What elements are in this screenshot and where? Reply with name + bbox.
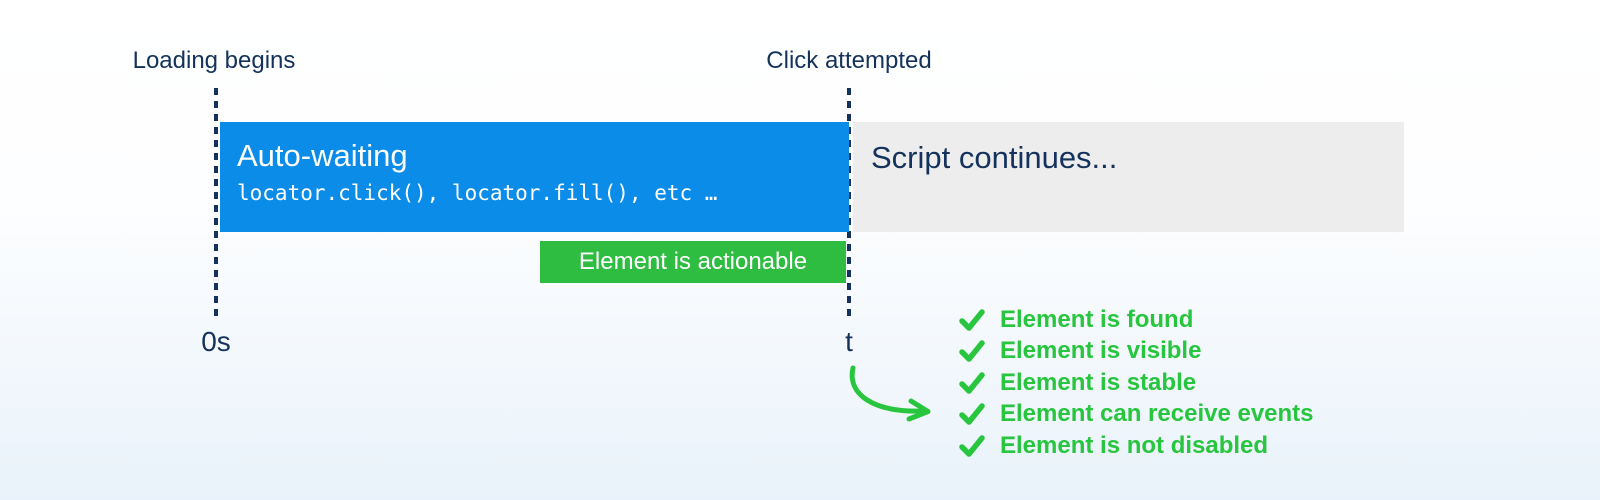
checklist-item-label: Element is visible [1000, 337, 1202, 365]
checklist-item-label: Element is found [1000, 305, 1194, 333]
checklist-item-label: Element is stable [1000, 368, 1197, 396]
time-zero-label: 0s [201, 326, 231, 357]
checklist-item-label: Element is not disabled [1000, 431, 1269, 459]
timeline-start-dotted-line [214, 88, 218, 320]
actionability-checklist: Element is found Element is visible Elem… [958, 304, 1314, 462]
auto-waiting-code: locator.click(), locator.fill(), etc … [237, 181, 718, 205]
script-continues-bar: Script continues... [853, 122, 1404, 232]
check-icon [958, 370, 990, 396]
checklist-item: Element is stable [958, 367, 1314, 399]
timeline-end-dotted-line [847, 88, 851, 320]
check-icon [958, 401, 990, 427]
curved-arrow-icon [849, 365, 931, 422]
check-icon [958, 433, 990, 459]
auto-waiting-bar: Auto-waiting locator.click(), locator.fi… [220, 122, 849, 232]
element-actionable-badge: Element is actionable [540, 241, 846, 283]
check-icon [958, 307, 990, 333]
auto-waiting-title: Auto-waiting [237, 138, 408, 173]
script-continues-title: Script continues... [871, 140, 1118, 175]
checklist-item: Element can receive events [958, 399, 1314, 431]
checklist-item: Element is found [958, 304, 1314, 336]
checklist-item: Element is visible [958, 336, 1314, 368]
click-attempted-label: Click attempted [766, 47, 932, 74]
time-t-label: t [845, 326, 853, 357]
check-icon [958, 338, 990, 364]
checklist-item: Element is not disabled [958, 430, 1314, 462]
loading-begins-label: Loading begins [132, 47, 296, 74]
checklist-item-label: Element can receive events [1000, 400, 1314, 428]
